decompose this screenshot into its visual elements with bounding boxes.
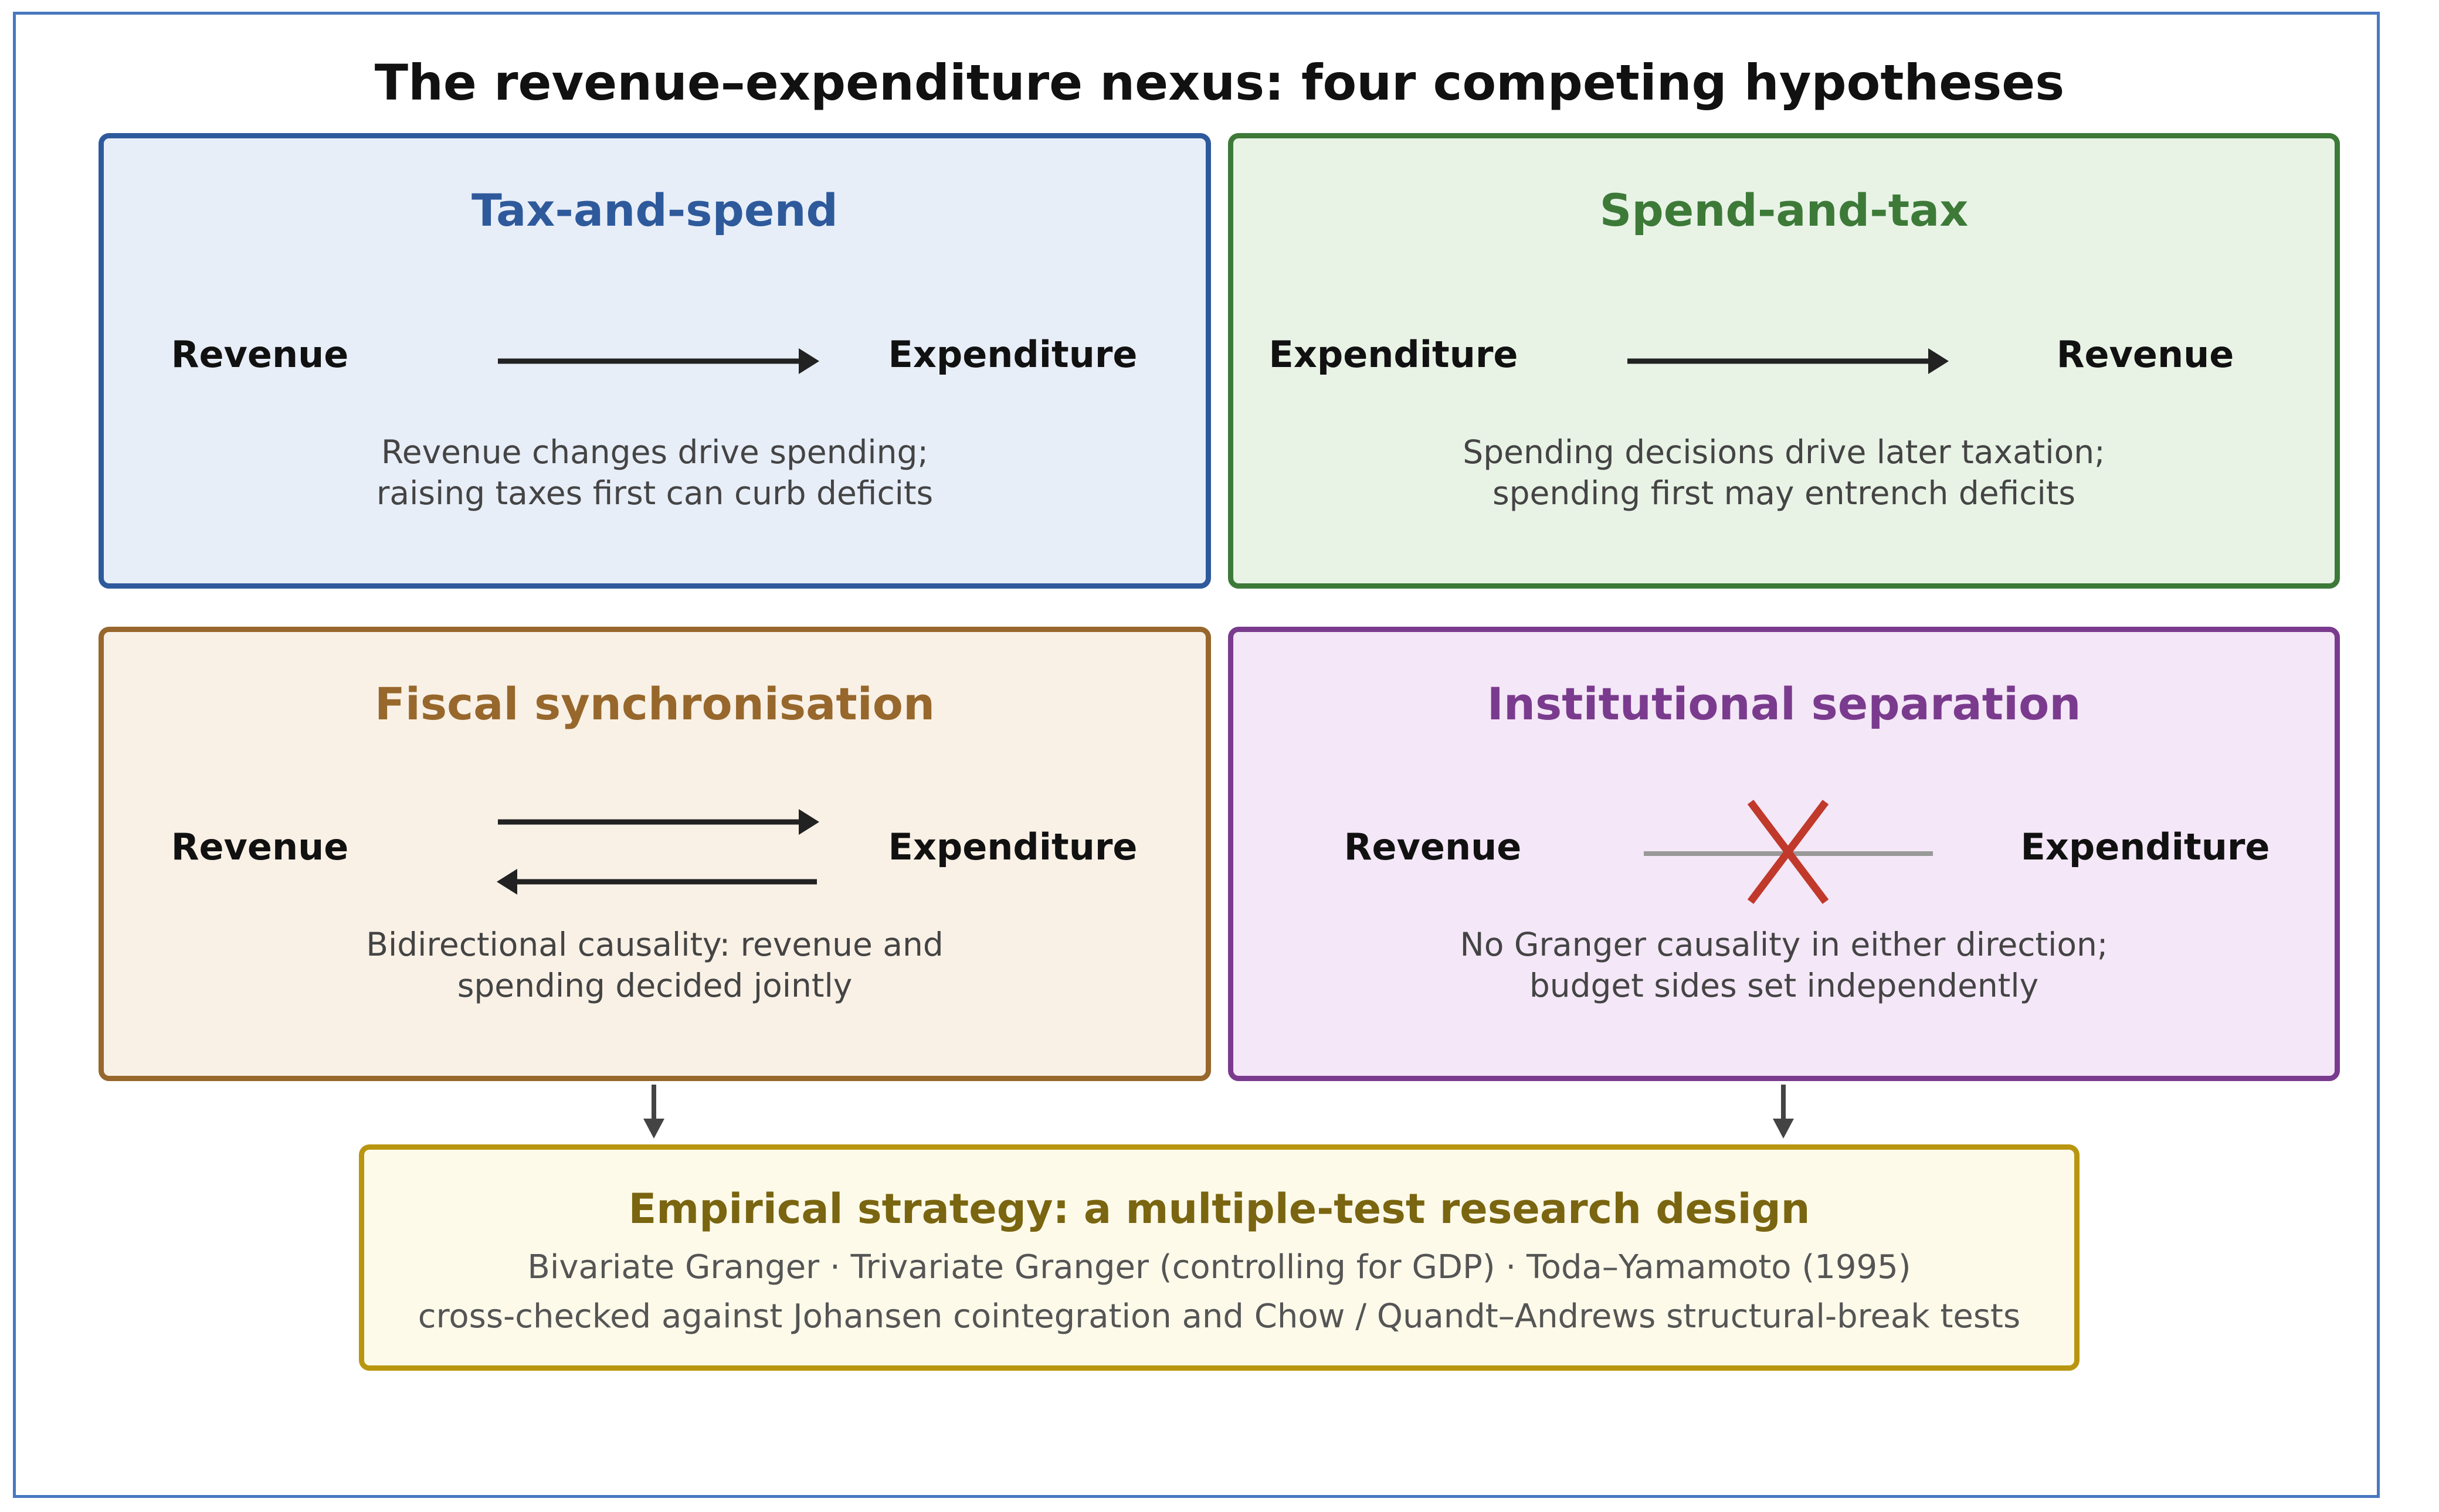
hypothesis-title: Fiscal synchronisation bbox=[374, 678, 935, 730]
causality-arrow-diagram bbox=[498, 348, 819, 374]
arrow-forward bbox=[498, 809, 819, 835]
hypothesis-title: Institutional separation bbox=[1487, 678, 2081, 730]
description-line: Revenue changes drive spending; bbox=[381, 433, 928, 471]
description-line: spending decided jointly bbox=[457, 967, 853, 1004]
hypothesis-panel-spend-and-tax: Spend-and-tax Expenditure Revenue Spendi… bbox=[1228, 133, 2340, 589]
node-right: Expenditure bbox=[888, 825, 1138, 868]
causality-arrow-diagram bbox=[1627, 348, 1949, 374]
description-line: spending first may entrench deficits bbox=[1492, 474, 2076, 512]
empirical-strategy-box: Empirical strategy: a multiple-test rese… bbox=[359, 1144, 2080, 1371]
strategy-line: Bivariate Granger · Trivariate Granger (… bbox=[527, 1248, 1911, 1286]
causality-arrow-diagram bbox=[497, 809, 819, 895]
hypothesis-description: No Granger causality in either direction… bbox=[1233, 924, 2335, 1006]
description-line: budget sides set independently bbox=[1529, 967, 2039, 1004]
hypothesis-description: Bidirectional causality: revenue and spe… bbox=[104, 924, 1206, 1006]
description-line: raising taxes first can curb deficits bbox=[376, 474, 934, 512]
hypothesis-title: Spend-and-tax bbox=[1599, 184, 1969, 236]
node-right: Revenue bbox=[2056, 333, 2234, 376]
strategy-title: Empirical strategy: a multiple-test rese… bbox=[628, 1185, 1810, 1233]
strategy-line: cross-checked against Johansen cointegra… bbox=[418, 1297, 2021, 1336]
connector-arrow-left bbox=[643, 1085, 664, 1139]
causality-arrow-diagram bbox=[1644, 800, 1933, 904]
hypothesis-panel-institutional-separation: Institutional separation Revenue Expendi… bbox=[1228, 627, 2340, 1081]
no-causality-cross-icon bbox=[1747, 800, 1829, 904]
figure-frame bbox=[13, 12, 2380, 1498]
node-right: Expenditure bbox=[2020, 825, 2270, 868]
arrow-forward bbox=[498, 348, 819, 374]
node-left: Revenue bbox=[171, 825, 349, 868]
arrow-forward bbox=[1627, 348, 1949, 374]
hypothesis-panel-tax-and-spend: Tax-and-spend Revenue Expenditure Revenu… bbox=[99, 133, 1211, 589]
arrow-backward bbox=[497, 869, 817, 895]
node-left: Revenue bbox=[1344, 825, 1522, 868]
figure-title: The revenue–expenditure nexus: four comp… bbox=[374, 54, 2065, 111]
connector-arrow-right bbox=[1773, 1085, 1794, 1139]
hypothesis-title: Tax-and-spend bbox=[471, 184, 838, 236]
hypothesis-description: Revenue changes drive spending; raising … bbox=[104, 431, 1206, 514]
description-line: Bidirectional causality: revenue and bbox=[366, 926, 944, 963]
hypothesis-panel-fiscal-synchronisation: Fiscal synchronisation Revenue Expenditu… bbox=[99, 627, 1211, 1081]
node-left: Revenue bbox=[171, 333, 349, 376]
hypothesis-description: Spending decisions drive later taxation;… bbox=[1233, 431, 2335, 514]
description-line: No Granger causality in either direction… bbox=[1460, 926, 2108, 963]
node-left: Expenditure bbox=[1268, 333, 1518, 376]
node-right: Expenditure bbox=[888, 333, 1138, 376]
description-line: Spending decisions drive later taxation; bbox=[1463, 433, 2105, 471]
